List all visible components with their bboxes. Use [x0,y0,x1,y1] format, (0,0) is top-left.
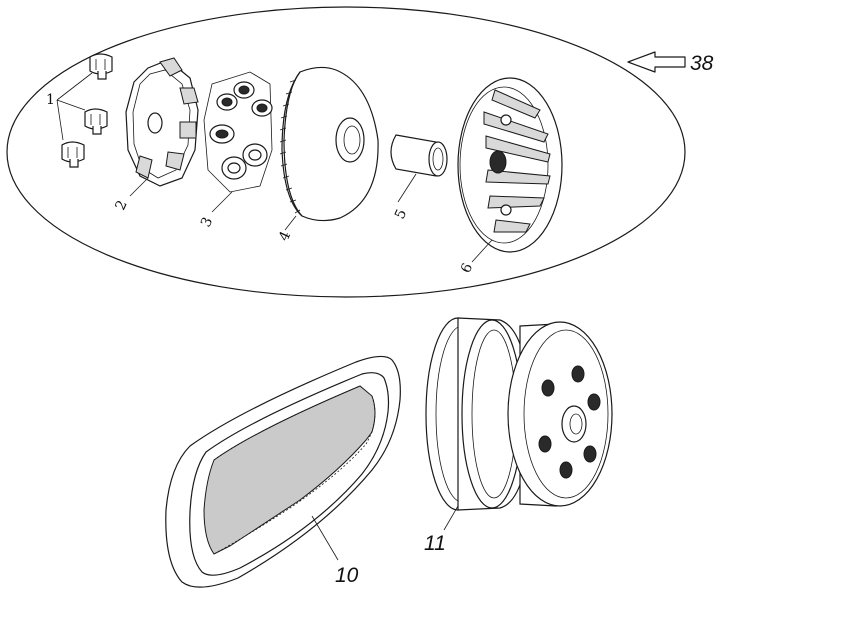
roller [242,143,268,167]
part-1-sliders [56,53,113,168]
part-11-clutch [425,317,613,531]
callout-4: 4 [276,229,294,244]
part-6-fan-face [457,77,563,263]
callout-38: 38 [690,52,714,75]
callout-6: 6 [458,261,476,276]
roller [221,156,247,180]
part-10-drive-belt [165,355,401,588]
callout-3: 3 [198,215,216,230]
roller [251,99,273,117]
callout-11: 11 [424,532,446,555]
part-5-bushing [390,134,448,203]
part-3-roller-weights [203,71,273,213]
roller [216,93,238,111]
roller [233,81,255,99]
assembly-arrow [627,51,686,73]
callout-10: 10 [335,564,359,587]
callout-5: 5 [392,207,410,222]
part-2-ramp-plate [125,57,199,197]
callout-2: 2 [112,198,130,213]
roller [209,124,235,144]
callout-1: 1 [46,92,55,108]
part-4-drive-face [279,66,379,231]
assembly-38-boundary [6,6,686,298]
